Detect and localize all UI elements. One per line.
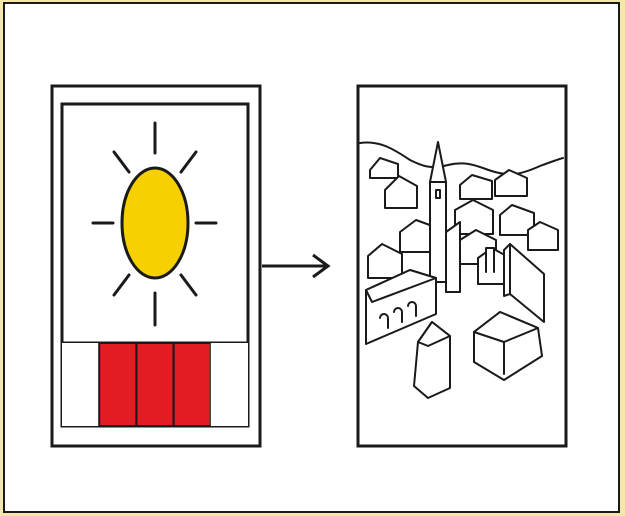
level-segment [99, 343, 136, 426]
level-segment [136, 343, 173, 426]
level-segment [174, 343, 211, 426]
level-segment [62, 343, 99, 426]
sun-body [122, 168, 188, 278]
level-segment [211, 343, 248, 426]
level-meter [62, 343, 248, 426]
